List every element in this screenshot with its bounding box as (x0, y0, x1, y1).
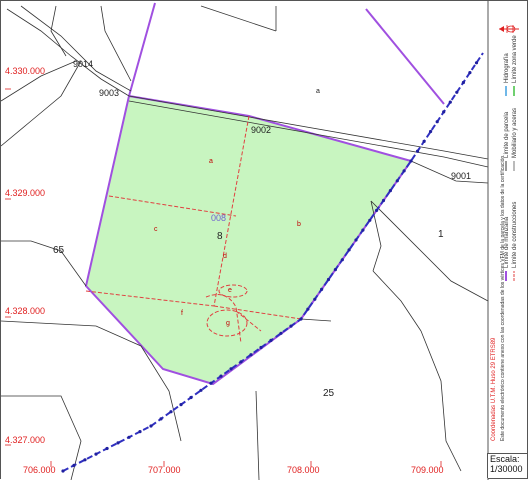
zone-vertex-13 (199, 388, 203, 392)
construction-limits (85, 115, 302, 344)
zone-vertex-44 (442, 110, 446, 114)
zone-vertex-31 (354, 238, 358, 242)
zone-vertex-2 (83, 458, 87, 462)
block-limit-north (128, 2, 156, 97)
zone-vertex-48 (468, 71, 472, 75)
road-9014-label: 9014 (73, 59, 93, 69)
zone-vertex-14 (209, 381, 213, 385)
scale-label: Escala: (490, 454, 520, 464)
zone-vertex-28 (333, 268, 337, 272)
dot-label: a (316, 88, 320, 95)
subparcel-f-label: f (181, 310, 183, 317)
parcel-25-label: 25 (323, 388, 335, 399)
zone-vertex-22 (289, 324, 293, 328)
road-9001-label: 9001 (451, 171, 471, 181)
zone-vertex-4 (105, 446, 109, 451)
zone-vertex-30 (347, 248, 351, 252)
legend-coords-note: Coordenadas U.T.M. Huso 29 ETRS89 (491, 337, 497, 441)
zone-vertex-5 (116, 441, 120, 445)
legend-item-construction-limit: Límite de construcciones (512, 202, 518, 268)
zone-vertex-3 (94, 452, 98, 456)
legend-item-block-limit: Límite de manzana (504, 216, 510, 268)
zone-limit-vertices (61, 61, 479, 473)
zone-vertex-49 (474, 61, 479, 65)
zone-vertex-18 (249, 353, 253, 357)
zone-vertex-41 (422, 139, 426, 143)
y-coord-4327000: 4.327.000 (5, 435, 45, 445)
subparcel-c-label: c (154, 226, 158, 233)
x-coord-707000: 707.000 (148, 465, 181, 475)
parcel-main-label: 8 (217, 231, 223, 242)
zone-vertex-16 (229, 367, 233, 371)
x-coord-706000: 706.000 (23, 465, 56, 475)
zone-vertex-32 (361, 228, 365, 232)
zone-vertex-24 (306, 307, 310, 311)
legend-item-green-zone: Límite zona verde (512, 35, 518, 83)
parcel-boundaries (1, 5, 489, 480)
parcel-ref-label: 008 (211, 213, 226, 223)
zone-vertex-7 (138, 430, 142, 434)
zone-vertex-40 (415, 149, 420, 153)
zone-vertex-36 (388, 189, 392, 193)
road-9002-label: 9002 (251, 125, 271, 135)
north-arrow-icon (499, 25, 519, 33)
zone-vertex-47 (461, 80, 465, 85)
zone-vertex-23 (299, 317, 303, 321)
zone-vertex-12 (189, 395, 193, 400)
grid-ticks (5, 88, 442, 467)
scale-box: Escala: 1/30000 (487, 453, 527, 478)
subparcel-g-label: g (226, 320, 230, 327)
y-coord-4330000: 4.330.000 (5, 66, 45, 76)
zone-vertex-34 (375, 208, 379, 212)
parcel-1-label: 1 (438, 229, 444, 240)
zone-vertex-21 (279, 331, 283, 335)
zone-vertex-27 (326, 277, 331, 282)
zone-vertex-15 (219, 374, 223, 378)
zone-vertex-19 (259, 345, 263, 350)
zone-vertex-37 (395, 179, 399, 183)
zone-vertex-25 (313, 297, 317, 301)
road-9003-label: 9003 (99, 88, 119, 98)
legend-item-parcel-limit: Límite de parcela (504, 111, 510, 158)
zone-vertex-26 (320, 287, 324, 291)
zone-vertex-1 (72, 463, 76, 467)
y-coord-4329000: 4.329.000 (5, 188, 45, 198)
zone-vertex-38 (402, 169, 406, 173)
scale-value: 1/30000 (490, 464, 523, 474)
zone-vertex-42 (429, 129, 433, 134)
zone-vertex-29 (340, 258, 344, 262)
legend-item-hydrography: Hidrografía (504, 53, 510, 83)
x-coord-708000: 708.000 (287, 465, 320, 475)
zone-vertex-39 (409, 159, 413, 163)
zone-vertex-8 (149, 424, 153, 428)
subparcel-e-label: e (228, 287, 232, 294)
zone-vertex-6 (127, 435, 131, 439)
subparcel-a-label: a (209, 158, 213, 165)
zone-vertex-33 (368, 218, 372, 222)
zone-vertex-10 (169, 410, 173, 414)
y-coord-4328000: 4.328.000 (5, 306, 45, 316)
zone-vertex-9 (159, 417, 163, 421)
legend-item-furniture: Mobiliario y aceras (512, 108, 518, 158)
zone-vertex-11 (179, 403, 183, 407)
zone-vertex-0 (61, 469, 65, 473)
zone-vertex-35 (381, 198, 386, 203)
zone-vertex-46 (455, 90, 459, 94)
subparcel-b-label: b (297, 221, 301, 228)
subparcel-d-label: d (223, 253, 227, 260)
legend: Límite de manzana Límite de construccion… (491, 35, 518, 441)
zone-vertex-17 (239, 360, 243, 364)
parcel-65-label: 65 (53, 245, 65, 256)
zone-vertex-45 (448, 100, 452, 104)
x-coord-709000: 709.000 (411, 465, 444, 475)
zone-vertex-43 (435, 120, 439, 124)
zone-vertex-20 (269, 338, 273, 342)
block-limit-northeast (365, 8, 445, 105)
legend-doc-note: Este documento electrónico contiene anex… (500, 154, 506, 441)
